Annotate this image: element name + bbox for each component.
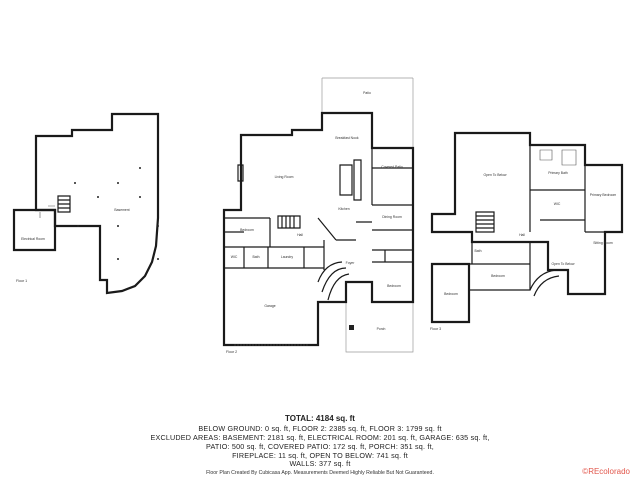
room-label-dining-room: Dining Room (382, 215, 402, 219)
porch-fixture (349, 325, 354, 330)
fireplace (237, 164, 244, 182)
main-level-interior-walls (223, 148, 413, 345)
basement-stair (57, 195, 71, 213)
room-label-wic-main: WIC (231, 255, 238, 259)
room-label-hall-main: Hall (297, 233, 303, 237)
room-label-foyer: Foyer (346, 261, 356, 265)
electrical-room-outline (12, 208, 57, 252)
room-label-bedroom-upper-b: Bedroom (444, 292, 458, 296)
curved-stair (317, 261, 350, 301)
room-label-hall-upper: Hall (519, 233, 525, 237)
disclaimer-note: Floor Plan Created By Cubicasa App. Meas… (206, 470, 434, 476)
room-label-wic-primary: WIC (554, 202, 561, 206)
room-label-open-to-below: Open To Below (484, 173, 507, 177)
room-label-bedroom-upper-a: Bedroom (491, 274, 505, 278)
floor-3-plan: Open To Below Primary Bath Primary Bedro… (430, 131, 624, 331)
summary-patio-areas: PATIO: 500 sq. ft, COVERED PATIO: 172 sq… (206, 442, 434, 451)
summary-floor-areas: BELOW GROUND: 0 sq. ft, FLOOR 2: 2385 sq… (198, 424, 442, 433)
room-label-laundry: Laundry (281, 255, 294, 259)
upper-level-outline (430, 131, 624, 296)
room-label-bedroom-main: Bedroom (240, 228, 254, 232)
floor-plan-drawing: Basement Electrical Room Floor 1 Patio B… (12, 77, 624, 354)
room-label-bath-upper: Bath (475, 249, 482, 253)
room-label-basement: Basement (114, 208, 129, 212)
room-label-primary-bath: Primary Bath (548, 171, 568, 175)
summary-excluded-areas: EXCLUDED AREAS: BASEMENT: 2181 sq. ft, E… (150, 433, 490, 442)
upper-bedroom-outline (430, 262, 471, 324)
floor-1-plan: Basement Electrical Room Floor 1 (12, 112, 160, 295)
patio-outline (321, 77, 414, 148)
summary-fireplace-areas: FIREPLACE: 11 sq. ft, OPEN TO BELOW: 741… (232, 451, 408, 460)
room-label-electrical-room: Electrical Room (21, 237, 45, 241)
room-label-bedroom-front: Bedroom (387, 284, 401, 288)
floor-3-label: Floor 3 (430, 327, 441, 331)
room-label-kitchen: Kitchen (338, 207, 349, 211)
room-label-sitting-room: Sitting Room (593, 241, 613, 245)
kitchen-island (339, 164, 353, 196)
floor-2-plan: Patio Breakfast Nook Living Room Covered… (222, 77, 415, 354)
total-area: TOTAL: 4184 sq. ft (285, 414, 355, 423)
room-label-patio: Patio (363, 91, 371, 95)
summary-walls-area: WALLS: 377 sq. ft (289, 459, 351, 468)
brand-logo: ©REcolorado (582, 467, 630, 476)
room-label-covered-patio: Covered Patio (381, 165, 403, 169)
room-label-living-room: Living Room (275, 175, 294, 179)
floor-1-label: Floor 1 (16, 279, 27, 283)
main-level-outline (222, 111, 415, 347)
room-label-bath-main: Bath (253, 255, 260, 259)
upper-level-interior-walls (469, 145, 605, 291)
room-label-breakfast-nook: Breakfast Nook (335, 136, 358, 140)
room-label-garage: Garage (264, 304, 275, 308)
main-stair (277, 215, 301, 229)
floor-2-label: Floor 2 (226, 350, 237, 354)
porch-outline (345, 302, 414, 353)
room-label-open-to-below-2: Open To Below (552, 262, 575, 266)
upper-stair (475, 211, 495, 233)
room-label-porch: Porch (377, 327, 386, 331)
basement-outline (34, 112, 160, 295)
room-label-primary-bedroom: Primary Bedroom (590, 193, 617, 197)
upper-curved-stair (529, 269, 560, 297)
